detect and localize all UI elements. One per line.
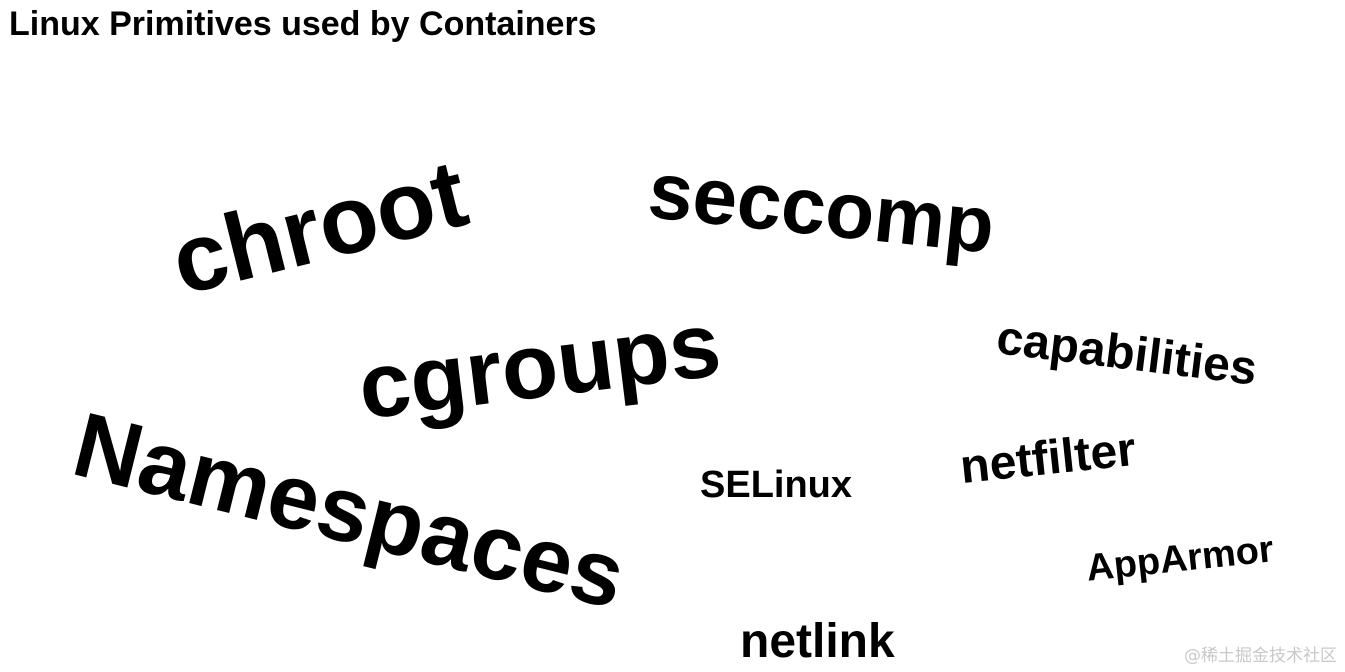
word-chroot: chroot xyxy=(161,139,478,316)
word-netlink: netlink xyxy=(740,615,895,668)
word-cgroups: cgroups xyxy=(353,293,726,439)
word-selinux: SELinux xyxy=(700,464,853,506)
page-title: Linux Primitives used by Containers xyxy=(9,5,597,43)
watermark: @稀土掘金技术社区 xyxy=(1184,646,1337,666)
word-netfilter: netfilter xyxy=(957,422,1139,495)
word-apparmor: AppArmor xyxy=(1084,528,1276,590)
word-capabilities: capabilities xyxy=(993,311,1260,396)
word-seccomp: seccomp xyxy=(644,145,999,270)
word-namespaces: Namespaces xyxy=(64,393,635,629)
